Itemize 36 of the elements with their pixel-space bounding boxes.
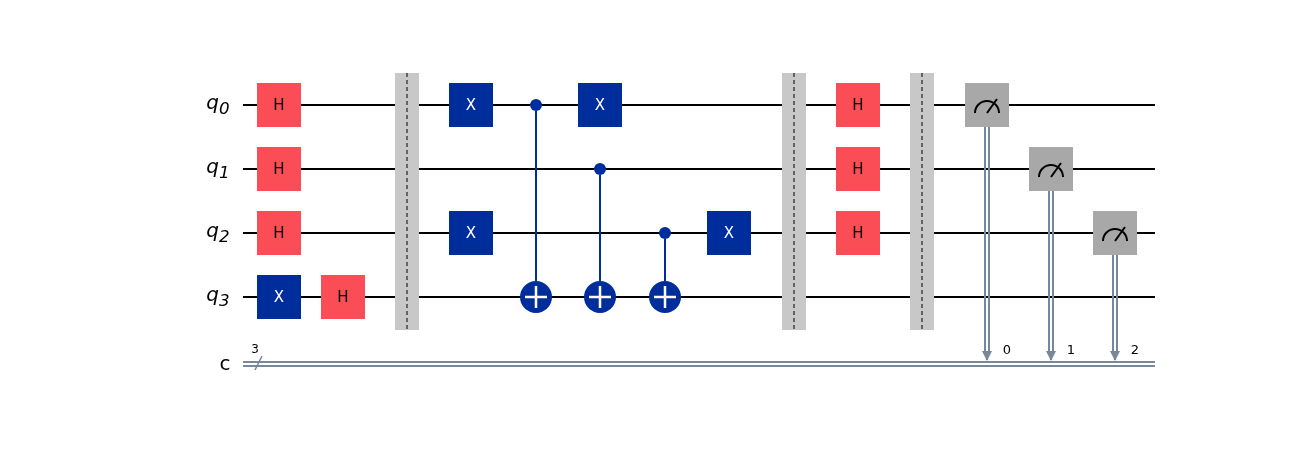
register-label: c [219,353,231,373]
bit-count-label: 3 [251,343,259,355]
target-symbol [584,281,616,313]
target-symbol [649,281,681,313]
x-gate: X [578,83,622,127]
measure-gate [1029,147,1073,191]
measure-arrow [1046,190,1056,361]
measure-arrow [1110,254,1120,361]
qubit-label: q$_{0}$ [206,92,230,118]
measure-gate [965,83,1009,127]
h-gate: H [257,83,301,127]
qubit-label: q$_{1}$ [206,156,230,182]
h-gate: H [257,147,301,191]
qubit-label: q$_{2}$ [206,220,230,246]
control-line [535,110,537,282]
h-gate: H [836,211,880,255]
control-line [599,174,601,282]
x-gate: X [449,83,493,127]
qubit-label: q$_{3}$ [206,284,230,310]
h-gate: H [321,275,365,319]
control-line [664,238,666,282]
edge-label: 0 [1002,342,1012,356]
h-gate: H [836,83,880,127]
h-gate: H [257,211,301,255]
x-gate: X [449,211,493,255]
x-gate: X [707,211,751,255]
h-gate: H [836,147,880,191]
control-dot [659,227,671,239]
measure-arrow [982,126,992,361]
control-dot [594,163,606,175]
edge-label: 1 [1066,342,1076,356]
target-symbol [520,281,552,313]
edge-label: 2 [1130,342,1140,356]
measure-gate [1093,211,1137,255]
control-dot [530,99,542,111]
x-gate: X [257,275,301,319]
